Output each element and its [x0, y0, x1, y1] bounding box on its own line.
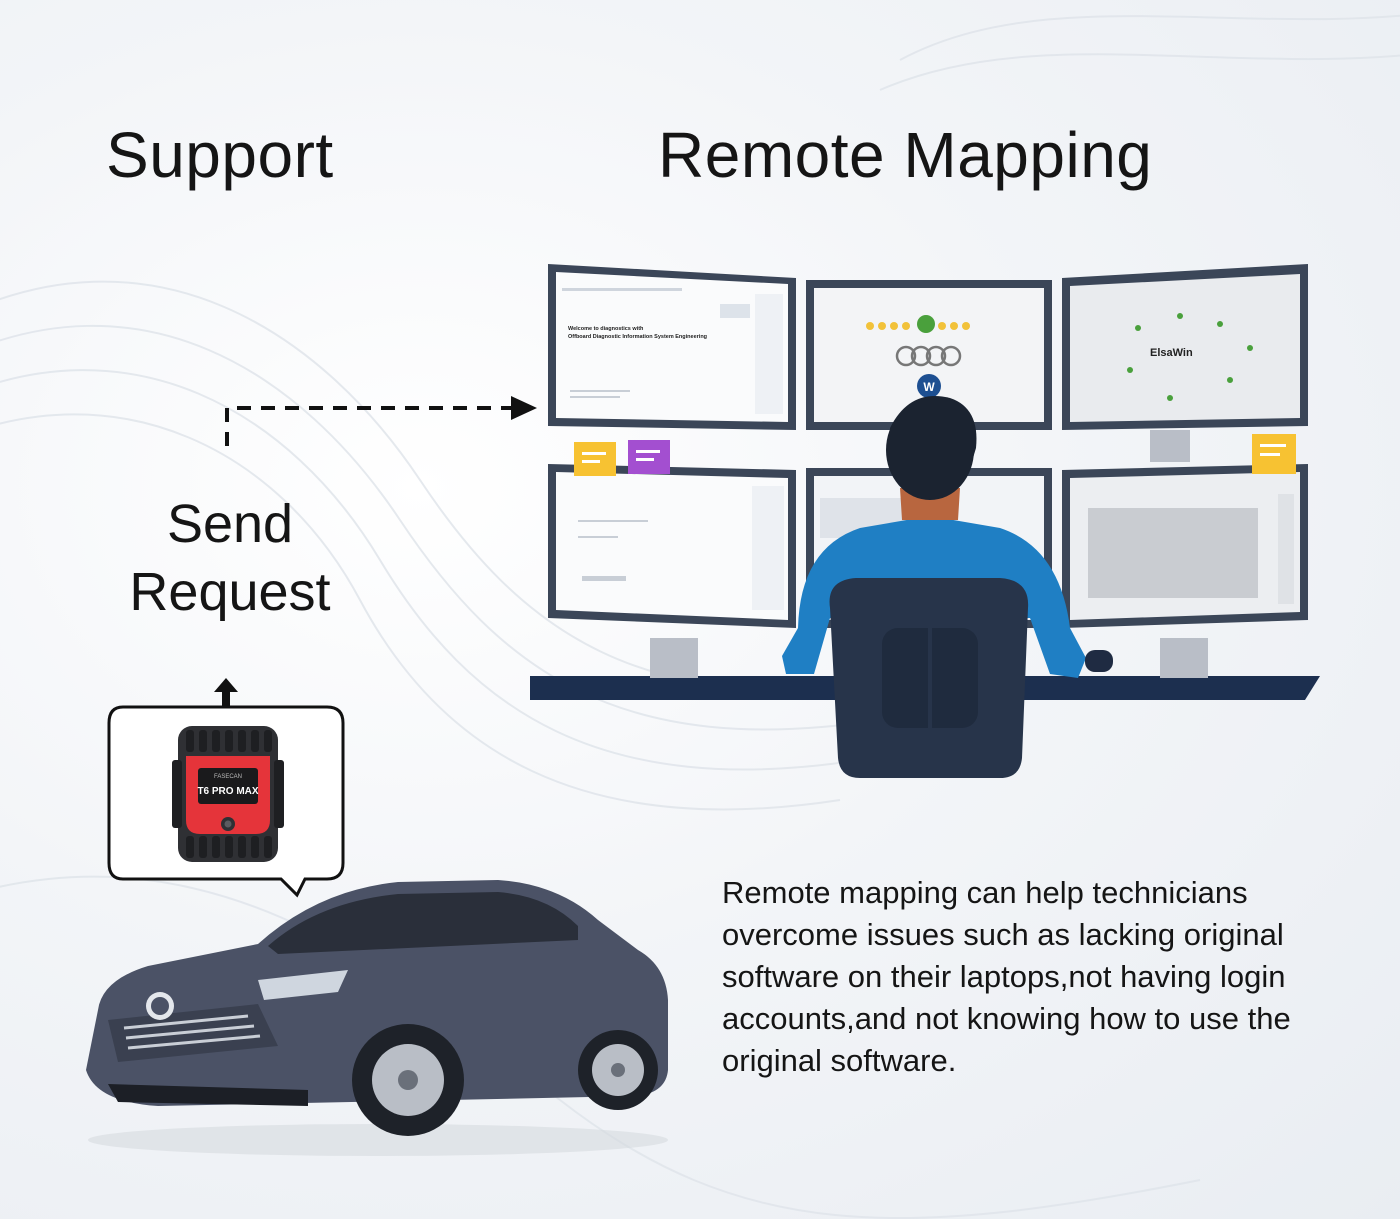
remote-technician-workstation: Welcome to diagnostics with Offboard Dia… [530, 264, 1320, 778]
remote-mapping-description: Remote mapping can help technicians over… [722, 875, 1291, 1078]
technician-figure [782, 396, 1113, 678]
t6-pro-max-device: FASECAN T6 PRO MAX [172, 726, 284, 862]
monitor-bottom-left [548, 464, 796, 628]
device-model-text: T6 PRO MAX [197, 786, 258, 797]
send-request-label: Send Request [100, 490, 360, 626]
svg-text:W: W [923, 380, 935, 394]
monitor-top-left: Welcome to diagnostics with Offboard Dia… [548, 264, 796, 430]
monitor-top-center: W [806, 280, 1052, 430]
send-request-line2: Request [129, 562, 331, 622]
support-heading: Support [106, 119, 334, 191]
office-chair [829, 578, 1029, 778]
monitor-bottom-right [1062, 464, 1308, 628]
monitor-top-right: ElsaWin [1062, 264, 1308, 430]
send-request-line1: Send [166, 494, 294, 554]
device-brand-text: FASECAN [214, 774, 242, 780]
elsawin-label: ElsaWin [1150, 347, 1193, 359]
remote-mapping-heading: Remote Mapping [658, 119, 1153, 191]
sticky-note-purple [628, 440, 670, 474]
car-illustration [86, 880, 668, 1156]
request-flow-arrow [225, 396, 537, 446]
sticky-note-yellow-left [574, 442, 616, 476]
welcome-line1: Welcome to diagnostics with [568, 326, 644, 332]
welcome-line2: Offboard Diagnostic Information System E… [568, 334, 707, 340]
up-arrow-icon [214, 678, 238, 710]
